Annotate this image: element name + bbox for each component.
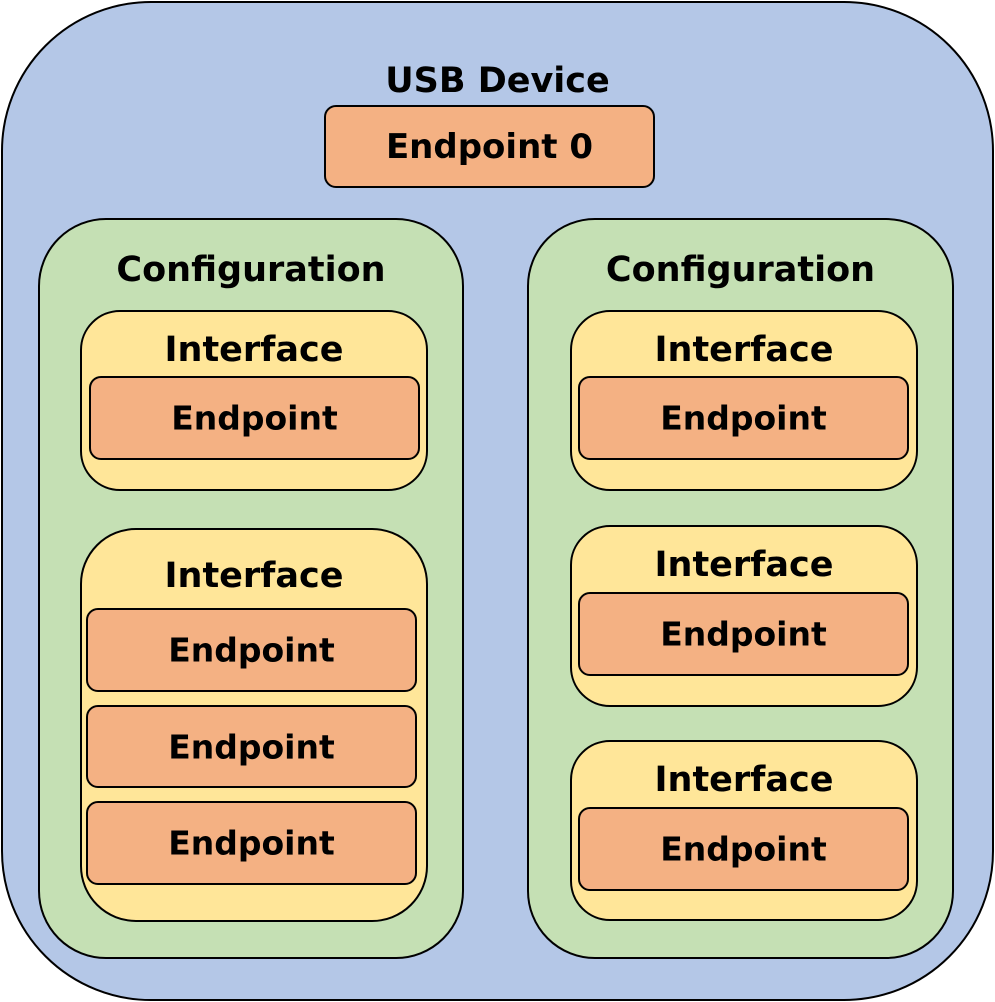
interface-label: Interface [654, 545, 834, 585]
usb-device-label: USB Device [385, 61, 610, 101]
configuration-1-label: Configuration [116, 250, 386, 290]
endpoint-label: Endpoint [660, 614, 827, 654]
interface-label: Interface [654, 330, 834, 370]
configuration-2-interface-2-endpoint-1: Endpoint [578, 592, 909, 676]
endpoint-label: Endpoint [660, 829, 827, 869]
configuration-1-interface-2-endpoint-1: Endpoint [86, 608, 417, 692]
interface-label: Interface [164, 330, 344, 370]
endpoint-label: Endpoint [168, 823, 335, 863]
endpoint-label: Endpoint [168, 727, 335, 766]
endpoint-0-label: Endpoint 0 [385, 126, 594, 167]
configuration-2-interface-3-endpoint-1: Endpoint [578, 807, 909, 891]
endpoint-0: Endpoint 0 [324, 105, 655, 188]
interface-label: Interface [654, 760, 834, 800]
endpoint-label: Endpoint [660, 398, 827, 438]
configuration-1-interface-2-endpoint-3: Endpoint [86, 801, 417, 885]
configuration-2-interface-1-endpoint-1: Endpoint [578, 376, 909, 460]
endpoint-label: Endpoint [168, 630, 335, 670]
interface-label: Interface [164, 556, 344, 596]
endpoint-label: Endpoint [171, 398, 338, 438]
configuration-2-label: Configuration [605, 250, 876, 290]
configuration-1-interface-2-endpoint-2: Endpoint [86, 705, 417, 788]
configuration-1-interface-1-endpoint-1: Endpoint [89, 376, 420, 460]
